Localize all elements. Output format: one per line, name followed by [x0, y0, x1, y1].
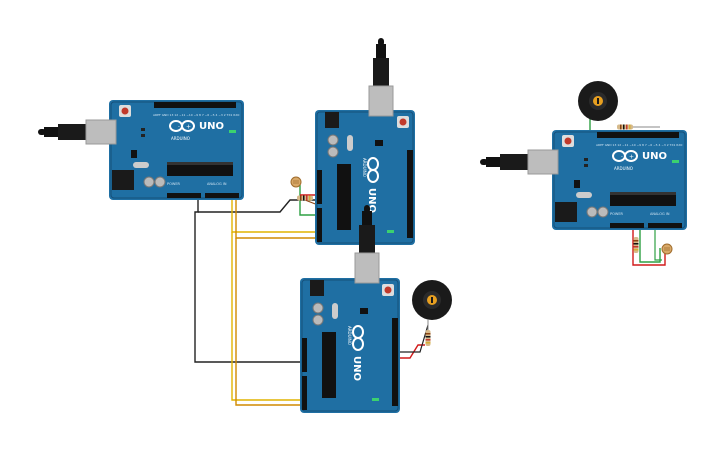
resistor-icon[interactable]: [425, 330, 431, 346]
resistor-icon[interactable]: [633, 237, 639, 253]
wire-black-buzzer-board3[interactable]: [400, 324, 429, 353]
wire-green-board4-b[interactable]: [654, 225, 662, 261]
power-jack-board-1: [112, 170, 134, 190]
wire-green-board4-a[interactable]: [639, 225, 661, 263]
usb-plug-icon[interactable]: [368, 37, 394, 117]
resistor-icon[interactable]: [617, 124, 633, 130]
wire-black-gnd[interactable]: [194, 199, 305, 363]
usb-plug-icon[interactable]: [479, 149, 559, 175]
power-jack-board-4: [555, 202, 577, 222]
buzzer-icon[interactable]: [578, 81, 618, 121]
photoresistor-icon[interactable]: [290, 176, 302, 188]
wire-yellow-b[interactable]: [231, 232, 305, 401]
arduino-board-3[interactable]: [299, 277, 401, 414]
usb-plug-icon[interactable]: [37, 119, 117, 145]
buzzer-icon[interactable]: [412, 280, 452, 320]
wire-orange-b[interactable]: [235, 238, 305, 406]
photoresistor-icon[interactable]: [661, 243, 673, 255]
resistor-icon[interactable]: [297, 195, 313, 201]
wire-red-board4-a[interactable]: [632, 225, 666, 266]
